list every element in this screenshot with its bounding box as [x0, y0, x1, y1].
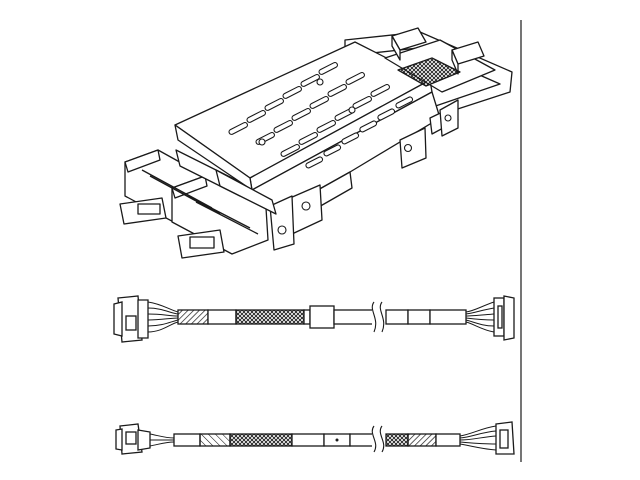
power-cable-left-connector [113, 295, 149, 343]
heatsink [397, 57, 461, 87]
cable-segment-braided [235, 309, 305, 325]
cable-sleeve [309, 305, 335, 329]
power-cable-right-connector [493, 295, 515, 341]
data-cable-braided-segment [229, 433, 293, 447]
data-cable-break-mark [371, 425, 385, 453]
data-cable-hatched-segment [199, 433, 231, 447]
ventilation-slots [228, 61, 452, 235]
drive-cage [174, 27, 513, 251]
cable-segment-hatched [177, 309, 209, 325]
cable-break-mark [371, 301, 385, 333]
drive-trays [119, 149, 277, 259]
data-cable [115, 421, 515, 455]
data-cable-right-connector [495, 421, 515, 455]
power-cable [113, 295, 515, 343]
data-cable-left-connector [115, 423, 151, 455]
